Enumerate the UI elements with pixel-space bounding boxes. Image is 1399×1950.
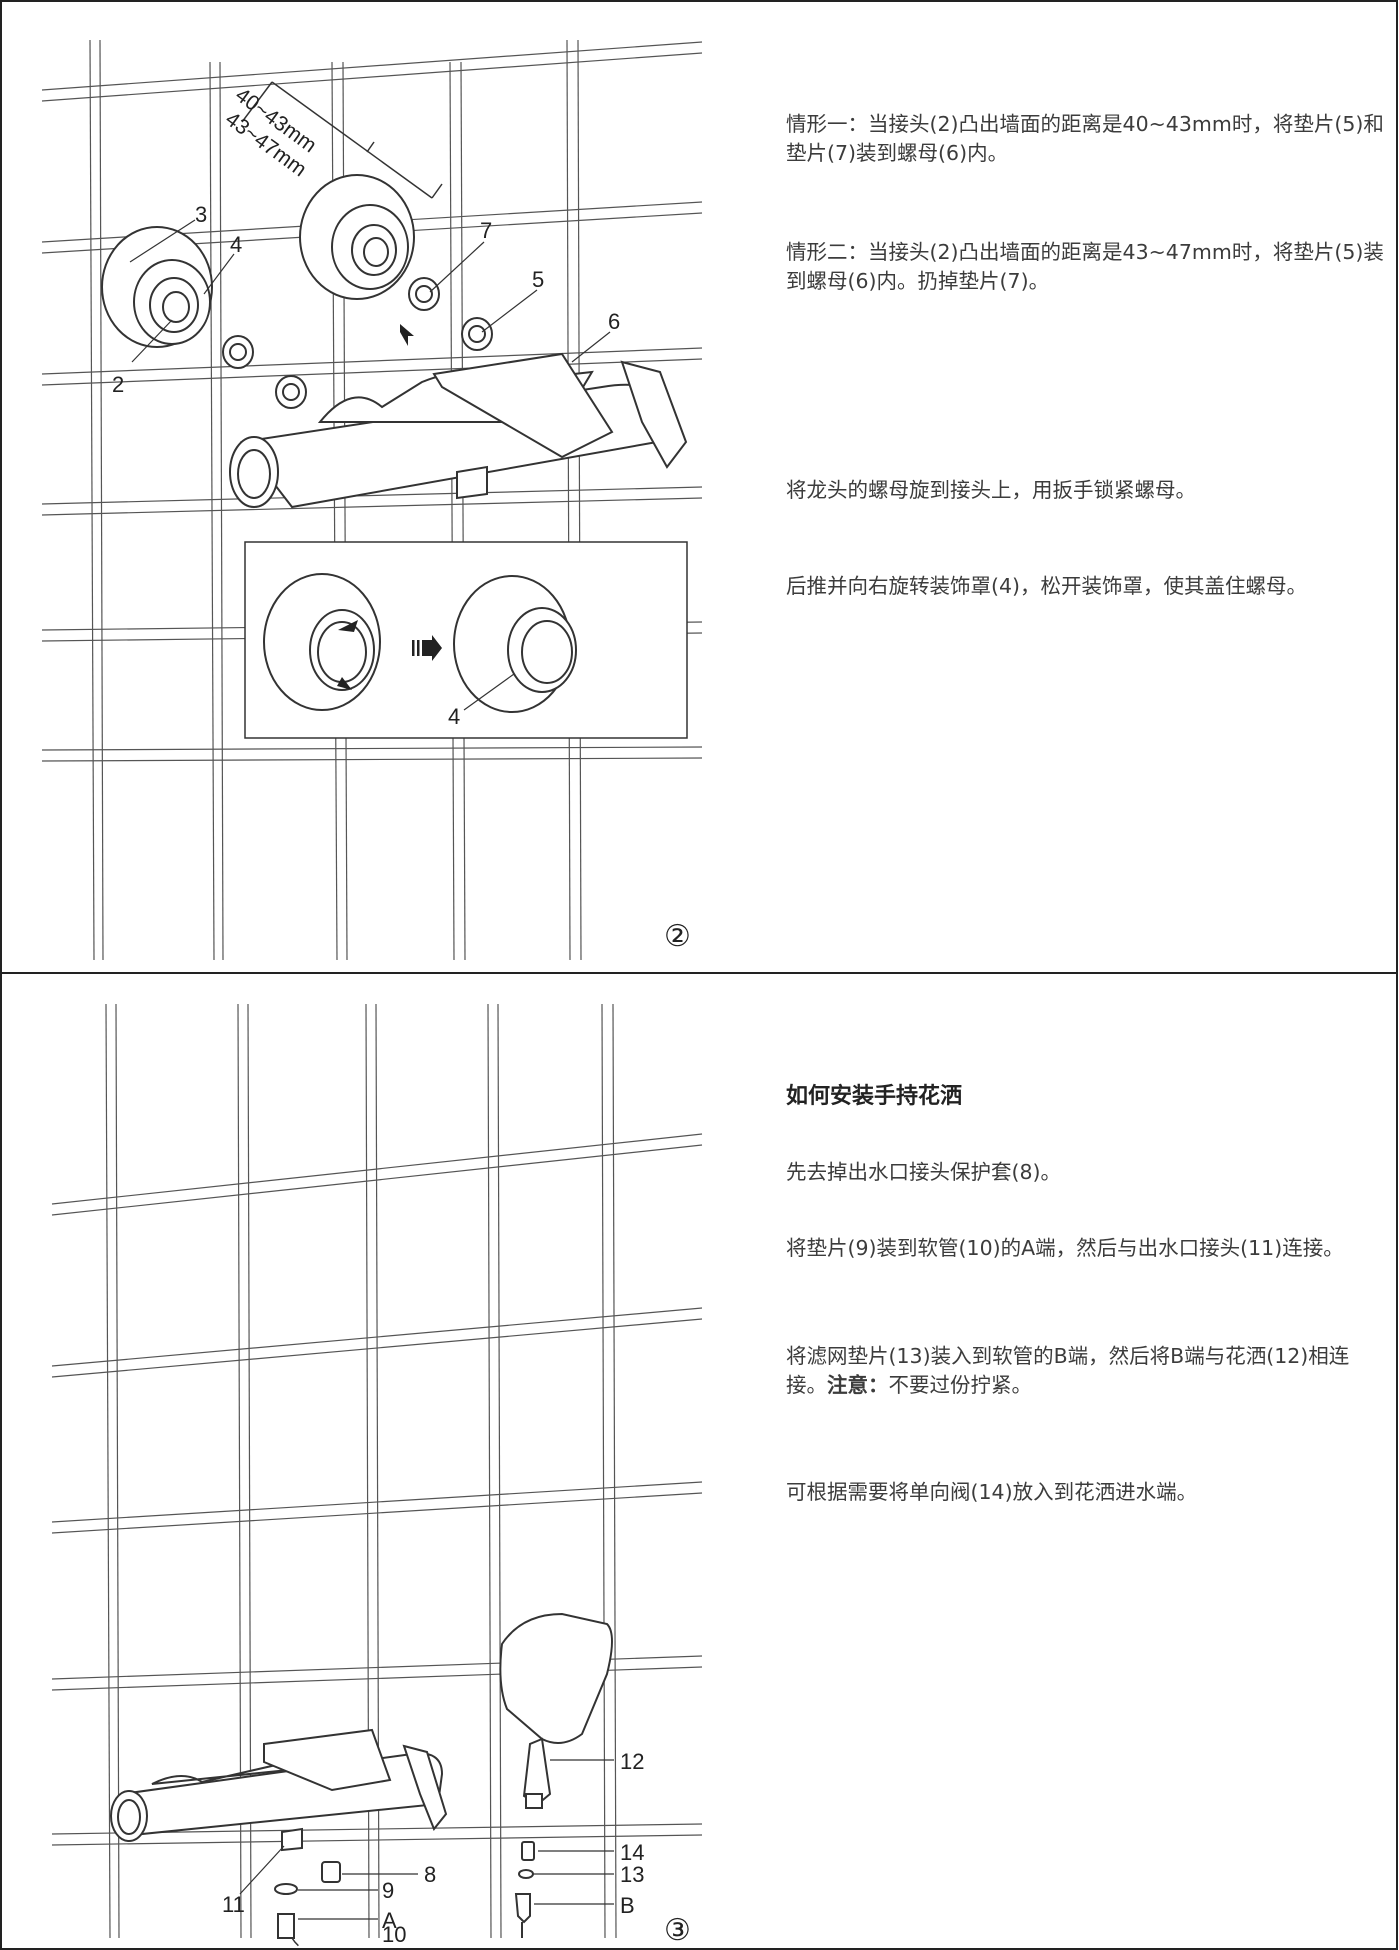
label-part-3: 3 [195, 202, 207, 227]
remove-cap-paragraph: 先去掉出水口接头保护套(8)。 [786, 1160, 1062, 1184]
filter-gasket-paragraph: 将滤网垫片(13)装入到软管的B端，然后将B端与花洒(12)相连接。 [786, 1344, 1350, 1397]
label-part-6: 6 [608, 309, 620, 334]
label-part-10: 10 [382, 1922, 406, 1947]
check-valve-paragraph: 可根据需要将单向阀(14)放入到花洒进水端。 [786, 1480, 1198, 1504]
step-3-panel: 12 14 13 B 8 9 11 A 10 ③ 如何安装手持花洒 先去掉出水口… [0, 972, 1398, 1950]
label-part-12: 12 [620, 1749, 644, 1774]
hand-shower [499, 1612, 613, 1809]
hose-dashed-path [291, 1937, 303, 1948]
label-part-9: 9 [382, 1878, 394, 1903]
label-end-b: B [620, 1893, 635, 1918]
check-valve-text: 可根据需要将单向阀(14)放入到花洒进水端。 [786, 1478, 1386, 1507]
shower-parts [514, 1841, 535, 1938]
note-label: 注意： [827, 1373, 889, 1397]
remove-cap-text: 先去掉出水口接头保护套(8)。 [786, 1158, 1386, 1187]
step-3-number: ③ [664, 1914, 691, 1947]
dimension-lines [241, 81, 443, 199]
label-end-a: A [382, 1908, 397, 1933]
step-2-illustration: 40~43mm 43~47mm 3 4 2 7 5 6 [41, 39, 703, 961]
label-part-5: 5 [532, 267, 544, 292]
connect-hose-paragraph: 将垫片(9)装到软管(10)的A端，然后与出水口接头(11)连接。 [786, 1236, 1344, 1260]
case-one-text: 情形一：当接头(2)凸出墙面的距离是40~43mm时，将垫片(5)和垫片(7)装… [786, 110, 1386, 168]
label-part-2: 2 [112, 372, 124, 397]
step-2-number: ② [664, 920, 691, 953]
rotate-arrow-icon [337, 620, 358, 690]
mixer-body [229, 352, 688, 509]
label-part-4: 4 [230, 232, 242, 257]
filter-gasket-text: 将滤网垫片(13)装入到软管的B端，然后将B端与花洒(12)相连接。注意：不要过… [786, 1342, 1386, 1400]
case-two-paragraph: 情形二：当接头(2)凸出墙面的距离是43~47mm时，将垫片(5)装到螺母(6)… [786, 240, 1384, 293]
tighten-nut-paragraph: 将龙头的螺母旋到接头上，用扳手锁紧螺母。 [786, 478, 1196, 502]
step-3-heading: 如何安装手持花洒 [786, 1084, 963, 1109]
connect-hose-text: 将垫片(9)装到软管(10)的A端，然后与出水口接头(11)连接。 [786, 1234, 1386, 1263]
direction-arrow-icon [400, 324, 414, 346]
mixer-body-3 [110, 1728, 448, 1852]
label-part-13: 13 [620, 1862, 644, 1887]
next-arrow-icon [412, 635, 442, 661]
label-part-8: 8 [424, 1862, 436, 1887]
label-part-7: 7 [480, 218, 492, 243]
label-part-11: 11 [222, 1892, 245, 1917]
part-leaders-3 [239, 1759, 614, 1920]
cover-rotate-text: 后推并向右旋转装饰罩(4)，松开装饰罩，使其盖住螺母。 [786, 572, 1386, 601]
step-3-illustration: 12 14 13 B 8 9 11 A 10 ③ [51, 1003, 703, 1948]
case-two-text: 情形二：当接头(2)凸出墙面的距离是43~47mm时，将垫片(5)装到螺母(6)… [786, 238, 1386, 296]
note-text: 不要过份拧紧。 [888, 1373, 1033, 1397]
label-detail-part-4: 4 [448, 704, 460, 729]
hose-parts [274, 1861, 341, 1939]
step-3-heading-wrap: 如何安装手持花洒 [786, 1082, 1386, 1111]
part-leaders [129, 219, 611, 363]
left-wall-fitting [101, 226, 213, 348]
case-one-paragraph: 情形一：当接头(2)凸出墙面的距离是40~43mm时，将垫片(5)和垫片(7)装… [786, 112, 1384, 165]
step-2-panel: 40~43mm 43~47mm 3 4 2 7 5 6 [0, 0, 1398, 974]
right-wall-fitting [299, 174, 415, 300]
label-part-14: 14 [620, 1840, 644, 1865]
detail-inset: 4 [244, 541, 688, 739]
gaskets [222, 277, 493, 409]
cover-rotate-paragraph: 后推并向右旋转装饰罩(4)，松开装饰罩，使其盖住螺母。 [786, 574, 1308, 598]
tighten-nut-text: 将龙头的螺母旋到接头上，用扳手锁紧螺母。 [786, 476, 1386, 505]
